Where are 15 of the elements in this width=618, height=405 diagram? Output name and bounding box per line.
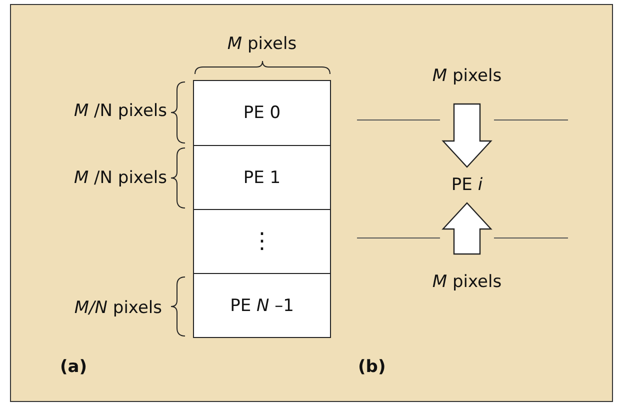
block-arrow [442, 202, 492, 255]
panel-label: (b) [358, 357, 386, 377]
block-arrow [442, 103, 492, 168]
pe-cell: PE 0 [193, 80, 331, 146]
height-label: M/N pixels [74, 298, 162, 318]
panel-label: (a) [60, 357, 88, 377]
height-label: M /N pixels [74, 168, 167, 188]
pe-cell: PE 1 [193, 145, 331, 210]
pixel-count-label: M pixels [432, 66, 502, 86]
height-label: M /N pixels [74, 101, 167, 121]
width-label: M pixels [227, 34, 297, 54]
pe-label: PE i [451, 175, 483, 195]
ellipsis-cell: ⋮ [193, 209, 331, 274]
pixel-count-label: M pixels [432, 272, 502, 292]
pe-cell: PE N –1 [193, 273, 331, 338]
